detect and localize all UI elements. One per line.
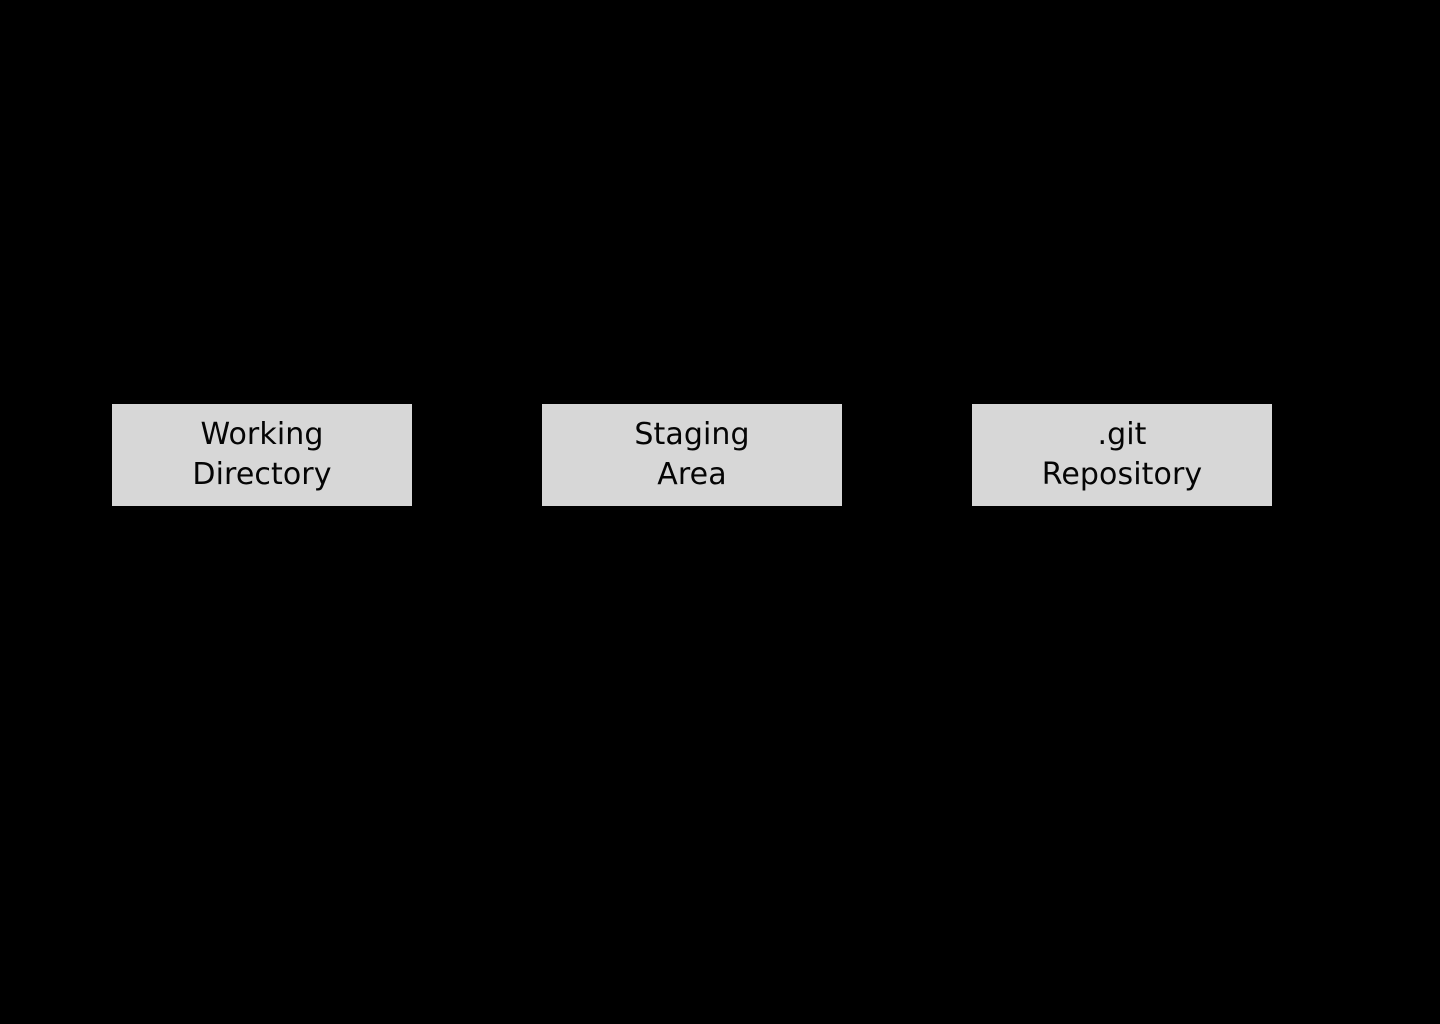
- node-git-repository-line-1: .git: [1097, 417, 1147, 452]
- node-staging-area-line-2: Area: [657, 457, 727, 492]
- node-staging-area[interactable]: Staging Area: [542, 404, 842, 506]
- node-staging-area-line-1: Staging: [634, 417, 750, 452]
- node-working-directory-line-1: Working: [200, 417, 324, 452]
- node-working-directory-line-2: Directory: [192, 457, 332, 492]
- node-working-directory[interactable]: Working Directory: [112, 404, 412, 506]
- node-git-repository-line-2: Repository: [1041, 457, 1203, 492]
- node-git-repository[interactable]: .git Repository: [972, 404, 1272, 506]
